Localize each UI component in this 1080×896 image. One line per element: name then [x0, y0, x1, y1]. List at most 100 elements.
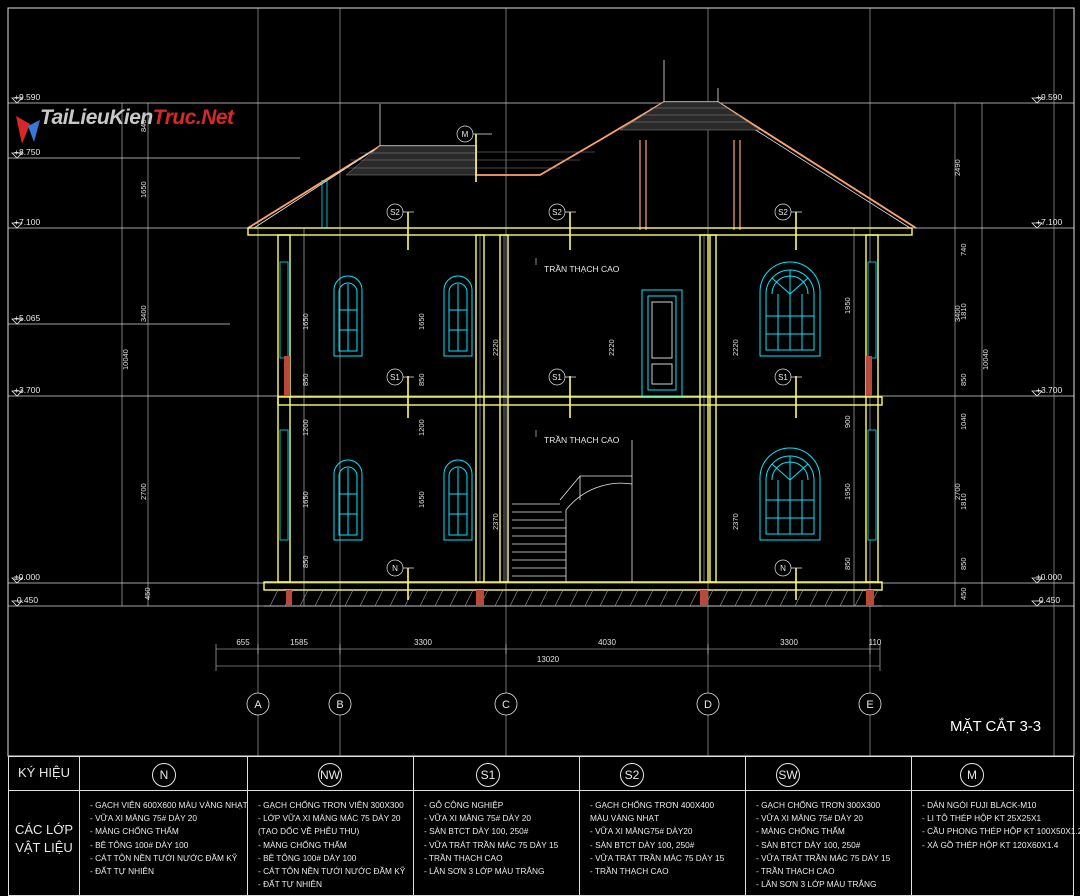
dim-inner-10: 1650 [417, 313, 426, 330]
axis-c: C [502, 699, 510, 711]
watermark-part2: Truc.Net [152, 106, 234, 129]
dim-right-9: 850 [959, 557, 968, 570]
level-right-2: +7.100 [1036, 217, 1063, 227]
dim-right-10: 450 [959, 587, 968, 600]
dim-left-d5: 850 [301, 555, 310, 568]
tag-s2-b: S2 [552, 208, 562, 217]
material-tags: M S2 S2 S2 S1 S1 S1 N N [386, 125, 802, 600]
level-left-5: +3.700 [14, 385, 41, 395]
tag-s2-c: S2 [778, 208, 788, 217]
dim-inner-3: 2220 [731, 339, 740, 356]
legend-layers-label: CÁC LỚP VẬT LIỆU [14, 822, 74, 855]
material-legend: KÝ HIỆU CÁC LỚP VẬT LIỆU N - GẠCH VIÊN 6… [8, 756, 1080, 896]
dim-inner-8: 1950 [843, 483, 852, 500]
legend-item: - SÀN BTCT DÀY 100, 250# [590, 839, 695, 850]
dim-left-d4: 1650 [301, 491, 310, 508]
legend-item: - LI TÔ THÉP HỘP KT 25X25X1 [922, 813, 1042, 824]
dim-inner-13: 1650 [417, 491, 426, 508]
legend-item: - GẠCH CHỐNG TRƠN 300X300 [756, 800, 881, 810]
legend-item: - CẦU PHONG THÉP HỘP KT 100X50X1.2 [922, 826, 1080, 837]
dim-right-4: 1810 [959, 303, 968, 320]
legend-symbol-label: KÝ HIỆU [17, 765, 70, 780]
legend-item: - XÀ GỒ THÉP HỘP KT 120X60X1.4 [922, 839, 1059, 850]
dim-right-3: 3400 [953, 305, 962, 322]
dim-inner-5: 2370 [731, 513, 740, 530]
level-left-4: +5.065 [14, 313, 41, 323]
legend-symbol-s1: S1 [476, 763, 500, 787]
stairs [512, 440, 633, 582]
legend-item: - MÀNG CHỐNG THẤM [756, 826, 845, 837]
dim-bottom-5: 3300 [780, 638, 798, 647]
legend-item: - VỮA XI MĂNG 75# DÀY 20 [756, 813, 864, 824]
legend-item: - BÊ TÔNG 100# DÀY 100 [258, 852, 357, 863]
legend-item: - GẠCH VIÊN 600X600 MÀU VÀNG NHẠT [90, 800, 248, 810]
legend-item: - TRẦN THẠCH CAO [756, 866, 835, 877]
dim-inner-12: 1200 [417, 419, 426, 436]
level-right-4: ±0.000 [1036, 572, 1062, 582]
watermark-logo-icon [16, 116, 40, 144]
axis-d: D [704, 699, 712, 711]
legend-item: - VỮA TRÁT TRẦN MÁC 75 DÀY 15 [424, 839, 559, 850]
dim-bottom-1: 655 [236, 638, 250, 647]
level-left-2: +8.750 [14, 147, 41, 157]
dim-right-7: 2700 [953, 483, 962, 500]
axis-a: A [254, 699, 262, 711]
legend-col-n: N - GẠCH VIÊN 600X600 MÀU VÀNG NHẠT - VỮ… [79, 757, 248, 895]
dim-right-total: 10040 [981, 349, 990, 370]
watermark-part1: TaiLieuKien [40, 106, 153, 129]
axis-e: E [866, 699, 873, 711]
dim-left-3400: 3400 [139, 305, 148, 322]
room-label-lower: TRẦN THẠCH CAO [544, 435, 620, 445]
legend-item: - MÀNG CHỐNG THẤM [258, 839, 347, 850]
watermark: TaiLieuKienTruc.Net [40, 106, 234, 130]
legend-item: - VỮA XI MĂNG75# DÀY20 [590, 826, 693, 837]
legend-item: - GẠCH CHỐNG TRƠN 400X400 [590, 800, 715, 810]
room-label-upper: TRẦN THẠCH CAO [544, 264, 620, 274]
dim-left-d2: 850 [301, 373, 310, 386]
dim-inner-4: 2370 [491, 513, 500, 530]
dim-right-6: 1040 [959, 413, 968, 430]
dim-bottom-4: 4030 [598, 638, 616, 647]
legend-symbol-n: N [152, 763, 176, 787]
legend-symbol-nw: NW [318, 763, 342, 787]
legend-item: - BÊ TÔNG 100# DÀY 100 [90, 839, 189, 850]
dim-left-840: 840 [139, 119, 148, 132]
legend-item: - DÁN NGÓI FUJI BLACK-M10 [922, 800, 1037, 810]
legend-item: MÀU VÀNG NHẠT [590, 813, 660, 824]
level-left-7: -0.450 [14, 595, 38, 605]
tag-s2-a: S2 [390, 208, 400, 217]
drawing-title: MẶT CẮT 3-3 [950, 717, 1041, 735]
dim-bottom-3: 3300 [414, 638, 432, 647]
legend-item: - GẠCH CHỐNG TRƠN VIÊN 300X300 [258, 800, 404, 810]
legend-item: - VỮA TRÁT TRẦN MÁC 75 DÀY 15 [756, 852, 891, 863]
dim-bottom-2: 1585 [290, 638, 308, 647]
legend-item: - VỮA TRÁT TRẦN MÁC 75 DÀY 15 [590, 852, 725, 863]
legend-item: - ĐẤT TỰ NHIÊN [258, 879, 322, 890]
tag-roof: M [462, 130, 469, 139]
dim-right-8: 1810 [959, 493, 968, 510]
level-right-3: +3.700 [1036, 385, 1063, 395]
level-right-5: -0.450 [1036, 595, 1060, 605]
legend-item: - SÀN BTCT DÀY 100, 250# [756, 839, 861, 850]
roof [247, 60, 917, 230]
level-right-1: +9.590 [1036, 92, 1063, 102]
legend-symbol-m: M [960, 763, 984, 787]
tag-s1-c: S1 [778, 373, 788, 382]
legend-item: - VỮA XI MĂNG 75# DÀY 20 [90, 813, 198, 824]
axis-bubbles [246, 692, 882, 716]
level-left-6: ±0.000 [14, 572, 40, 582]
dim-left-d1: 1650 [301, 313, 310, 330]
dim-inner-7: 900 [843, 415, 852, 428]
axis-b: B [336, 699, 343, 711]
legend-col-nw: NW - GẠCH CHỐNG TRƠN VIÊN 300X300 - LỚP … [247, 757, 413, 895]
legend-item: - GỖ CÔNG NGHIỆP [424, 800, 504, 810]
dim-bottom-6: 110 [869, 638, 882, 647]
legend-item: - MÀNG CHỐNG THẤM [90, 826, 179, 837]
legend-item: - SÀN BTCT DÀY 100, 250# [424, 826, 529, 837]
legend-item: (TẠO DỐC VỀ PHỄU THU) [258, 826, 360, 837]
legend-col-s2: S2 - GẠCH CHỐNG TRƠN 400X400 MÀU VÀNG NH… [579, 757, 745, 895]
dim-left-d6: 450 [143, 587, 152, 600]
level-left-1: +9.590 [14, 92, 41, 102]
legend-item: - LĂN SƠN 3 LỚP MÀU TRẮNG [756, 879, 877, 890]
